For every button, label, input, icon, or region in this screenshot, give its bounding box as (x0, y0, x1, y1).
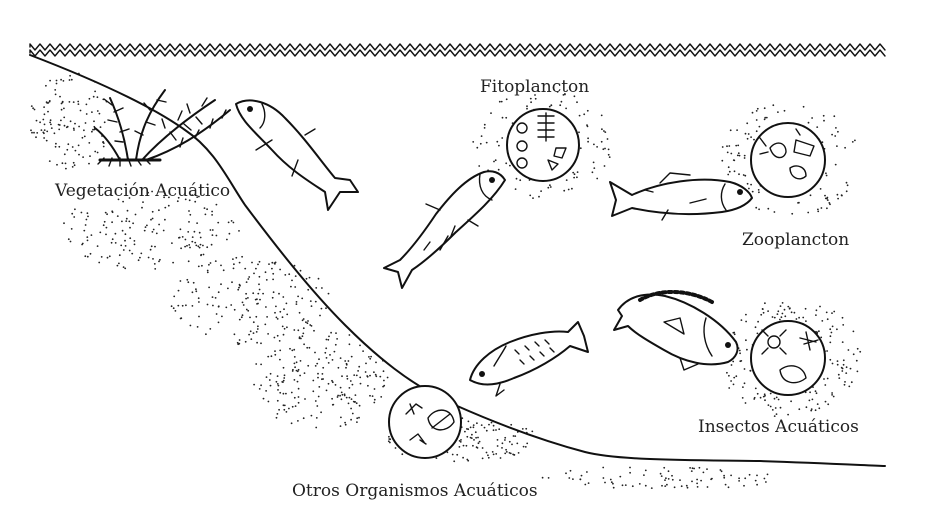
fish-salmon-top (236, 100, 358, 210)
water-surface-waves (30, 44, 885, 56)
aquatic-insects-circle (751, 321, 825, 395)
fish-right-upper (610, 173, 752, 220)
label-other-organisms: Otros Organismos Acuáticos (292, 481, 538, 501)
label-insects: Insectos Acuáticos (698, 417, 859, 437)
phytoplankton-circle (507, 109, 579, 181)
label-phytoplankton: Fitoplancton (480, 77, 589, 97)
other-organisms-circle (389, 386, 461, 458)
fish-carp (470, 322, 588, 396)
label-vegetation: Vegetación Acuático (54, 181, 230, 201)
aquatic-plant (95, 90, 230, 166)
zooplankton-circle (751, 123, 825, 197)
label-zooplankton: Zooplancton (742, 230, 849, 250)
fish-tilapia (614, 292, 738, 370)
fish-salmon-middle (384, 171, 505, 288)
